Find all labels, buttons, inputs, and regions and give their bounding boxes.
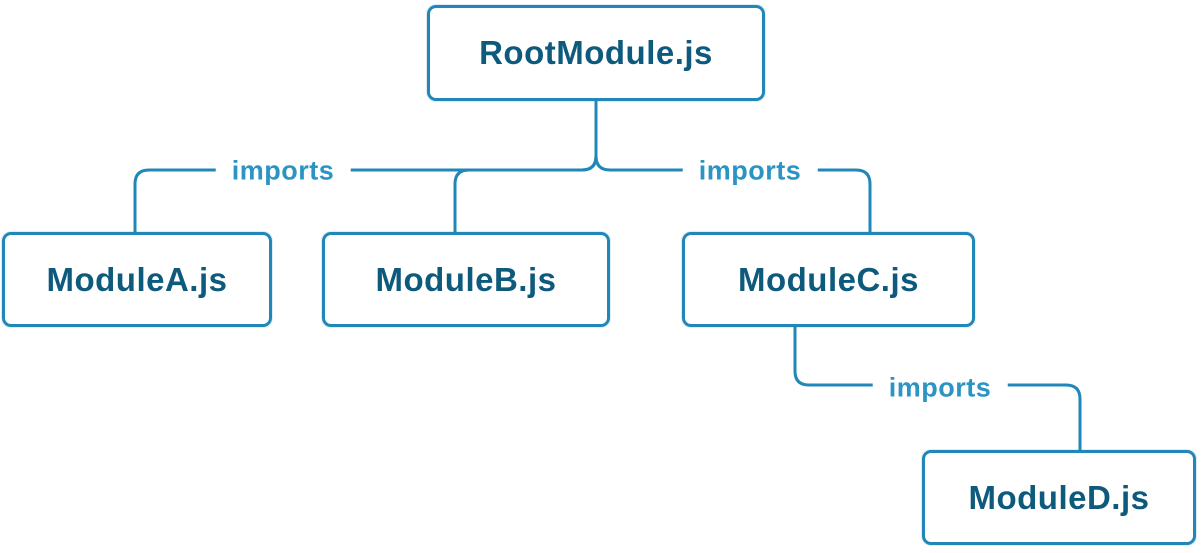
edge-label-imports-modulec: imports [682, 153, 818, 189]
node-modulea: ModuleA.js [2, 232, 272, 327]
node-rootmodule: RootModule.js [427, 5, 765, 101]
node-modulea-label: ModuleA.js [46, 260, 228, 298]
node-modulec: ModuleC.js [682, 232, 975, 327]
edge-label-imports-moduled: imports [872, 370, 1008, 406]
node-moduleb: ModuleB.js [322, 232, 610, 327]
edge-root-to-modulea [133, 99, 598, 234]
edge-root-to-moduleb [453, 154, 598, 234]
node-moduled: ModuleD.js [922, 450, 1196, 545]
node-modulec-label: ModuleC.js [737, 260, 919, 298]
node-moduleb-label: ModuleB.js [375, 260, 557, 298]
node-moduled-label: ModuleD.js [968, 478, 1150, 516]
node-rootmodule-label: RootModule.js [479, 34, 713, 71]
edge-label-imports-modulea: imports [215, 153, 351, 189]
